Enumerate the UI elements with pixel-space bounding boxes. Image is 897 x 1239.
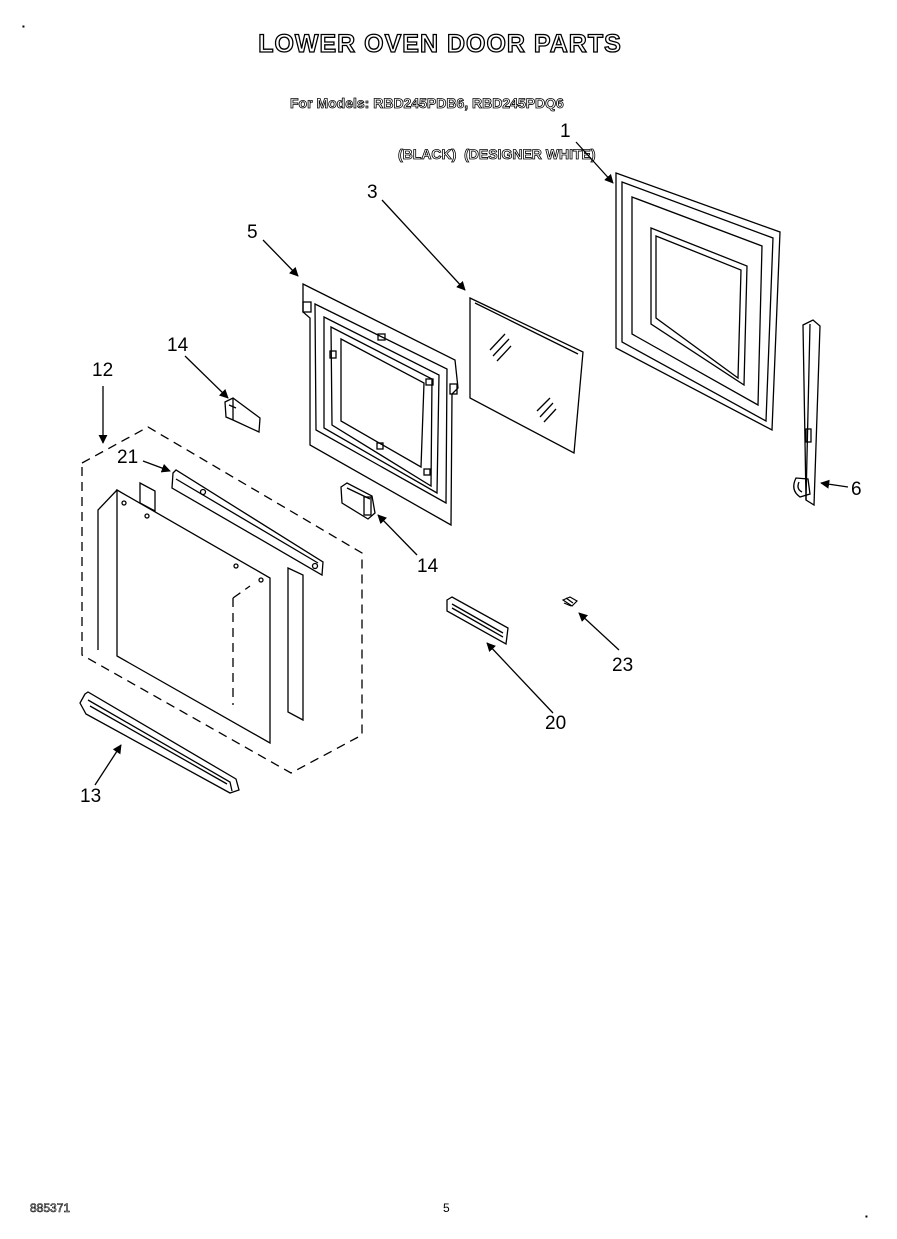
leader-3	[381, 199, 466, 291]
registration-mark-top: ▪	[22, 22, 25, 31]
callout-23: 23	[612, 655, 633, 676]
part-14-clip-upper	[224, 397, 261, 433]
callout-13: 13	[80, 786, 101, 807]
callout-21: 21	[117, 447, 138, 468]
part-13-door-handle	[79, 691, 240, 794]
callout-14-upper: 14	[167, 335, 189, 356]
callout-6: 6	[851, 479, 862, 500]
registration-mark-bottom: ▪	[865, 1212, 868, 1221]
page-title: LOWER OVEN DOOR PARTS	[258, 29, 622, 58]
part-6-hinge	[793, 319, 821, 507]
page-number: 5	[443, 1201, 450, 1215]
part-5-inner-door-frame	[302, 282, 459, 527]
part-14-clip-lower	[340, 482, 376, 520]
leader-13	[94, 744, 122, 786]
callout-14-lower: 14	[417, 556, 439, 577]
outer-glass-panel	[97, 481, 304, 745]
leader-lines	[94, 141, 849, 786]
part-3-door-glass	[469, 296, 584, 455]
callout-12: 12	[92, 360, 113, 381]
leader-20	[486, 642, 554, 714]
callout-1: 1	[560, 121, 571, 142]
callout-3: 3	[367, 182, 378, 203]
callout-5: 5	[247, 222, 258, 243]
models-line: For Models: RBD245PDB6, RBD245PDQ6	[290, 95, 565, 112]
part-12-door-assembly-outline	[81, 426, 363, 774]
leader-14a	[184, 355, 229, 399]
callout-20: 20	[545, 713, 566, 734]
part-1-outer-door-panel	[615, 172, 781, 432]
part-23-spring	[561, 596, 578, 607]
leader-5	[262, 239, 299, 277]
leader-14b	[377, 514, 418, 556]
leader-21	[142, 460, 171, 473]
leader-6	[820, 479, 849, 489]
part-20-vent-strip	[446, 596, 509, 646]
document-number: 885371	[30, 1201, 71, 1216]
part-21-trim-strip	[171, 469, 324, 577]
leader-23	[578, 612, 620, 651]
leader-1	[575, 141, 614, 184]
color-black-label: (BLACK)	[398, 146, 457, 163]
